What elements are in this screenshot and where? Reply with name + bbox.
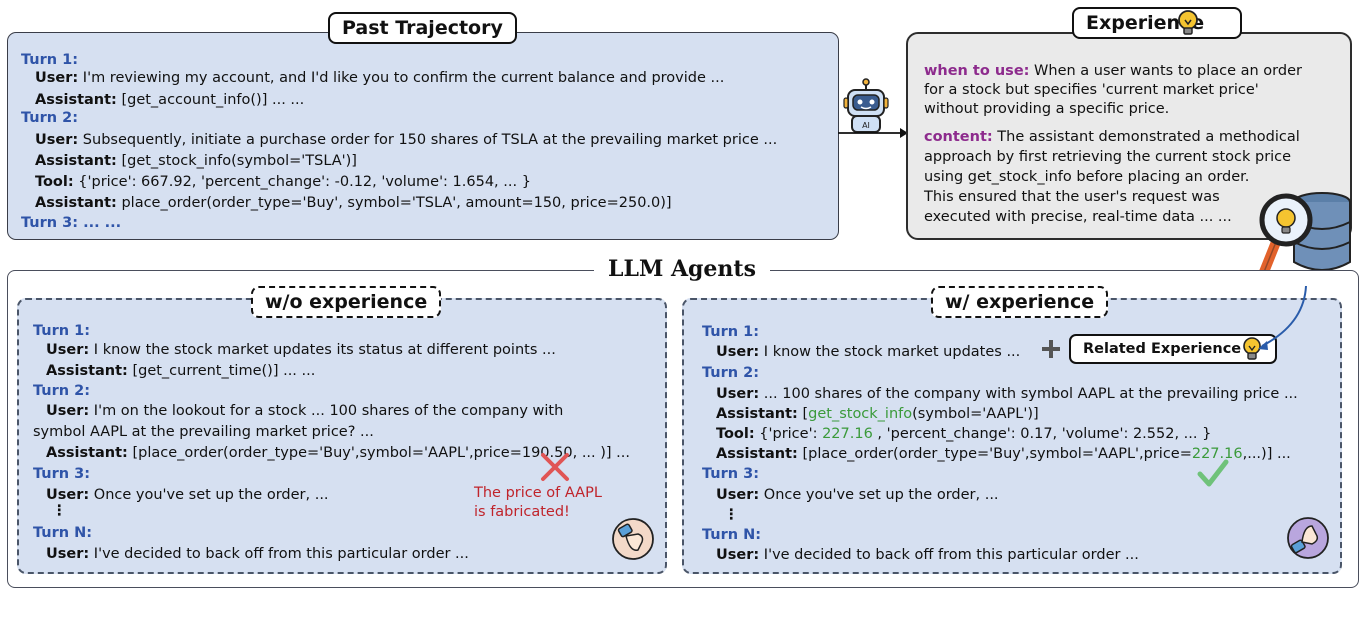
wo-t3-user: User: Once you've set up the order, ... bbox=[46, 487, 329, 503]
w-t2-tool: Tool: {'price': 227.16 , 'percent_change… bbox=[716, 426, 1212, 442]
w-t2-user: User: ... 100 shares of the company with… bbox=[716, 386, 1298, 402]
traj-turn1: Turn 1: bbox=[21, 52, 79, 68]
wo-t2-user-cont: symbol AAPL at the prevailing market pri… bbox=[33, 424, 374, 440]
wo-turn2: Turn 2: bbox=[33, 383, 91, 399]
past-trajectory-title: Past Trajectory bbox=[328, 12, 517, 44]
w-turn2: Turn 2: bbox=[702, 365, 760, 381]
retrieval-arrow-icon bbox=[1258, 285, 1307, 350]
thumbs-up-icon bbox=[1287, 517, 1329, 559]
traj-t2-user: User: Subsequently, initiate a purchase … bbox=[35, 132, 778, 148]
w-t2-assistant2: Assistant: [place_order(order_type='Buy'… bbox=[716, 446, 1291, 462]
w-t2-assistant: Assistant: [get_stock_info(symbol='AAPL'… bbox=[716, 406, 1039, 422]
with-experience-title: w/ experience bbox=[931, 286, 1109, 318]
svg-text:AI: AI bbox=[862, 121, 870, 130]
w-turn1: Turn 1: bbox=[702, 324, 760, 340]
wo-t1-assistant: Assistant: [get_current_time()] ... ... bbox=[46, 363, 316, 379]
traj-t1-user: User: I'm reviewing my account, and I'd … bbox=[35, 70, 725, 86]
w-t3-user: User: Once you've set up the order, ... bbox=[716, 487, 999, 503]
wo-t2-user: User: I'm on the lookout for a stock ...… bbox=[46, 403, 564, 419]
wo-tN-user: User: I've decided to back off from this… bbox=[46, 546, 469, 562]
plus-icon bbox=[1042, 340, 1060, 358]
w-tN-user: User: I've decided to back off from this… bbox=[716, 547, 1139, 563]
traj-t2-assistant: Assistant: [get_stock_info(symbol='TSLA'… bbox=[35, 153, 357, 169]
arrow-to-experience-icon bbox=[838, 128, 908, 138]
wo-turnN: Turn N: bbox=[33, 525, 93, 541]
w-ellipsis: ⋮ bbox=[724, 507, 739, 523]
past-trajectory-panel bbox=[7, 32, 839, 240]
warning-line2: is fabricated! bbox=[474, 504, 570, 520]
exp-content-line1: content: The assistant demonstrated a me… bbox=[924, 129, 1300, 145]
warning-line1: The price of AAPL bbox=[474, 485, 602, 501]
wo-ellipsis: ⋮ bbox=[52, 503, 67, 519]
llm-agents-title: LLM Agents bbox=[0, 256, 1364, 282]
exp-content-line4: This ensured that the user's request was bbox=[924, 189, 1220, 205]
wo-turn3: Turn 3: bbox=[33, 466, 91, 482]
w-turn3: Turn 3: bbox=[702, 466, 760, 482]
exp-when-line2: for a stock but specifies 'current marke… bbox=[924, 82, 1259, 98]
traj-t2-assistant2: Assistant: place_order(order_type='Buy',… bbox=[35, 195, 672, 211]
related-lightbulb-icon bbox=[1243, 337, 1261, 360]
traj-t2-tool: Tool: {'price': 667.92, 'percent_change'… bbox=[35, 174, 531, 190]
cross-icon bbox=[541, 453, 569, 481]
traj-turn3: Turn 3: ... ... bbox=[21, 215, 122, 231]
thumbs-down-icon bbox=[612, 518, 654, 560]
exp-when-line1: when to use: When a user wants to place … bbox=[924, 63, 1302, 79]
exp-when-line3: without providing a specific price. bbox=[924, 101, 1170, 117]
w-turnN: Turn N: bbox=[702, 527, 762, 543]
wo-t2-assistant: Assistant: [place_order(order_type='Buy'… bbox=[46, 445, 630, 461]
w-t1-user: User: I know the stock market updates ..… bbox=[716, 344, 1021, 360]
traj-turn2: Turn 2: bbox=[21, 110, 79, 126]
wo-t1-user: User: I know the stock market updates it… bbox=[46, 342, 556, 358]
without-experience-panel bbox=[17, 298, 667, 574]
robot-icon: AI bbox=[843, 78, 889, 133]
check-icon bbox=[1197, 459, 1229, 487]
experience-title: Experience bbox=[1072, 7, 1243, 39]
lightbulb-icon bbox=[1178, 10, 1198, 35]
traj-t1-assistant: Assistant: [get_account_info()] ... ... bbox=[35, 92, 305, 108]
exp-content-line5: executed with precise, real-time data ..… bbox=[924, 209, 1232, 225]
related-experience-label: Related Experience bbox=[1069, 334, 1278, 364]
exp-content-line3: using get_stock_info before placing an o… bbox=[924, 169, 1250, 185]
database-search-icon bbox=[1256, 192, 1351, 287]
without-experience-title: w/o experience bbox=[251, 286, 442, 318]
exp-content-line2: approach by first retrieving the current… bbox=[924, 149, 1292, 165]
wo-turn1: Turn 1: bbox=[33, 323, 91, 339]
